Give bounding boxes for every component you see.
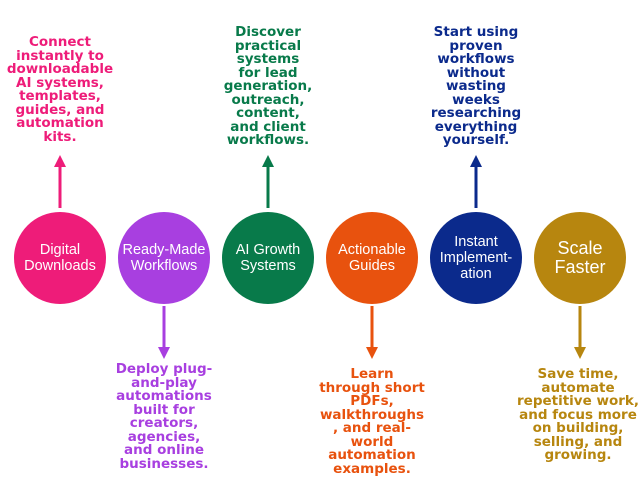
description-scale-faster: Save time, automate repetitive work, and… bbox=[517, 366, 639, 463]
circle-instant-implementation: Instant Implement- ation bbox=[430, 212, 522, 304]
description-ready-made-workflows: Deploy plug- and-play automations built … bbox=[115, 361, 213, 472]
node-label-instant-implementation: Instant Implement- ation bbox=[439, 234, 513, 282]
description-actionable-guides: Learn through short PDFs, walkthroughs ,… bbox=[319, 366, 425, 477]
node-label-actionable-guides: Actionable Guides bbox=[338, 242, 406, 274]
description-digital-downloads: Connect instantly to downloadable AI sys… bbox=[6, 34, 114, 145]
arrow-ai-growth-systems bbox=[262, 155, 274, 208]
node-label-digital-downloads: Digital Downloads bbox=[24, 242, 96, 274]
description-instant-implementation: Start using proven workflows without was… bbox=[430, 24, 522, 148]
circle-ai-growth-systems: AI Growth Systems bbox=[222, 212, 314, 304]
node-label-ready-made-workflows: Ready-Made Workflows bbox=[122, 242, 206, 274]
description-ai-growth-systems: Discover practical systems for lead gene… bbox=[223, 24, 313, 148]
circle-digital-downloads: Digital Downloads bbox=[14, 212, 106, 304]
circle-actionable-guides: Actionable Guides bbox=[326, 212, 418, 304]
arrow-actionable-guides bbox=[366, 306, 378, 359]
arrow-scale-faster bbox=[574, 306, 586, 359]
arrow-digital-downloads bbox=[54, 155, 66, 208]
node-label-scale-faster: Scale Faster bbox=[554, 238, 606, 277]
circle-ready-made-workflows: Ready-Made Workflows bbox=[118, 212, 210, 304]
node-label-ai-growth-systems: AI Growth Systems bbox=[235, 242, 301, 274]
circle-scale-faster: Scale Faster bbox=[534, 212, 626, 304]
arrow-instant-implementation bbox=[470, 155, 482, 208]
arrow-ready-made-workflows bbox=[158, 306, 170, 359]
